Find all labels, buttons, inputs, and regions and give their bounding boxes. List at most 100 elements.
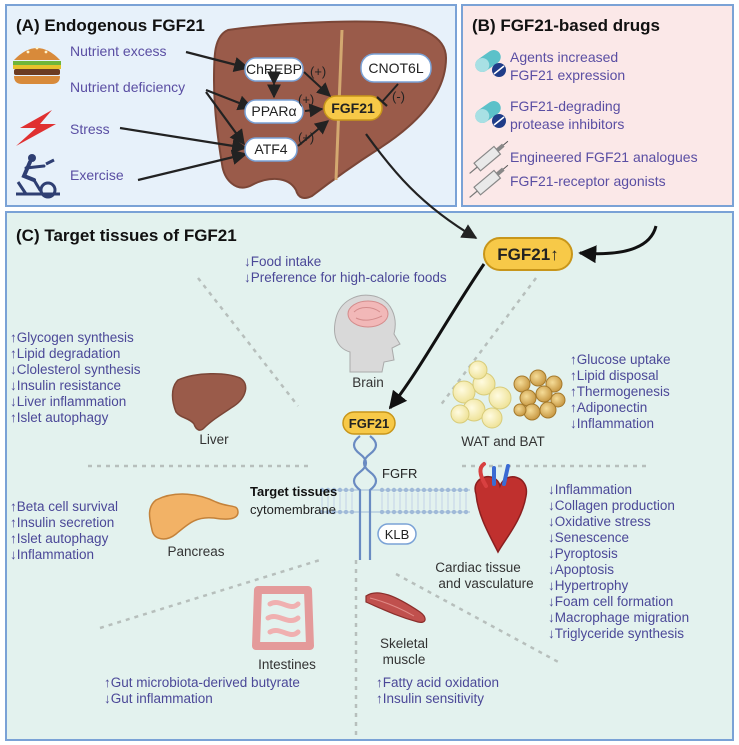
fgfr-receptor xyxy=(352,435,378,560)
lipid-head xyxy=(427,487,433,493)
lightning-icon xyxy=(16,110,56,146)
heart-effect-6: ↓Apoptosis xyxy=(548,562,614,577)
lipid-head xyxy=(379,509,385,515)
lipid-head xyxy=(445,487,451,493)
lipid-head xyxy=(409,509,415,515)
lipid-head xyxy=(463,487,469,493)
arrow-fgf21-to-receptor xyxy=(388,263,486,410)
lipid-head xyxy=(403,509,409,515)
membrane-label-1: Target tissues xyxy=(250,484,337,499)
fgfr-label: FGFR xyxy=(382,466,417,481)
pancreas-effect-2: ↑Insulin secretion xyxy=(10,515,114,530)
fat-effect-4: ↑Adiponectin xyxy=(570,400,647,415)
lipid-head xyxy=(379,487,385,493)
panel-drugs xyxy=(461,4,734,207)
svg-text:KLB: KLB xyxy=(385,527,410,542)
lipid-head xyxy=(415,509,421,515)
heart-effect-3: ↓Oxidative stress xyxy=(548,514,651,529)
liver-effect-5: ↓Liver inflammation xyxy=(10,394,126,409)
fat-effect-1: ↑Glucose uptake xyxy=(570,352,671,367)
lipid-head xyxy=(451,487,457,493)
sign-ppar: (+) xyxy=(298,92,314,107)
muscle-icon xyxy=(365,592,426,623)
liver-small-icon xyxy=(171,372,247,431)
heart-effect-8: ↓Foam cell formation xyxy=(548,594,673,609)
lipid-head xyxy=(451,509,457,515)
lipid-head xyxy=(403,487,409,493)
pancreas-effect-4: ↓Inflammation xyxy=(10,547,94,562)
heart-effect-1: ↓Inflammation xyxy=(548,482,632,497)
brain-label: Brain xyxy=(352,375,384,390)
input-exercise: Exercise xyxy=(70,167,124,183)
svg-text:FGF21: FGF21 xyxy=(331,100,375,116)
sign-cnot6l: (-) xyxy=(392,89,405,104)
fgf21-up-badge: FGF21↑ xyxy=(483,237,573,271)
fgf21-ligand-badge: FGF21 xyxy=(342,411,396,435)
lipid-head xyxy=(343,509,349,515)
svg-text:CNOT6L: CNOT6L xyxy=(368,60,423,76)
lipid-head xyxy=(337,487,343,493)
heart-effect-4: ↓Senescence xyxy=(548,530,629,545)
input-nutrient-excess: Nutrient excess xyxy=(70,43,166,59)
lipid-head xyxy=(325,487,331,493)
brain-head-icon xyxy=(334,294,401,373)
heart-label-2: and vasculature xyxy=(438,576,533,591)
intestines-label: Intestines xyxy=(258,657,316,672)
heart-effect-9: ↓Macrophage migration xyxy=(548,610,689,625)
exercise-bike-icon xyxy=(16,154,60,199)
node-cnot6l: CNOT6L xyxy=(360,53,432,83)
lipid-head xyxy=(439,487,445,493)
node-ppar: PPARα xyxy=(244,99,304,124)
klb-coreceptor: KLB xyxy=(377,523,417,545)
drug-3: Engineered FGF21 analogues xyxy=(510,149,698,165)
lipid-head xyxy=(343,487,349,493)
liver-effect-6: ↑Islet autophagy xyxy=(10,410,109,425)
lipid-head xyxy=(397,487,403,493)
section-dividers xyxy=(88,277,650,740)
lipid-head xyxy=(319,487,325,493)
node-fgf21: FGF21 xyxy=(323,95,383,121)
syringe-icon xyxy=(469,140,509,174)
input-nutrient-deficiency: Nutrient deficiency xyxy=(70,79,185,95)
pancreas-icon xyxy=(148,493,239,540)
lipid-head xyxy=(391,487,397,493)
lipid-head xyxy=(427,509,433,515)
fat-effect-3: ↑Thermogenesis xyxy=(570,384,670,399)
panel-c-title: (C) Target tissues of FGF21 xyxy=(16,226,237,245)
lipid-head xyxy=(325,509,331,515)
liver-effect-2: ↑Lipid degradation xyxy=(10,346,120,361)
lipid-head xyxy=(421,487,427,493)
muscle-effect-1: ↑Fatty acid oxidation xyxy=(376,675,499,690)
lipid-head xyxy=(421,509,427,515)
intestine-effect-1: ↑Gut microbiota-derived butyrate xyxy=(104,675,300,690)
lipid-head xyxy=(457,487,463,493)
lipid-head xyxy=(337,509,343,515)
svg-text:ATF4: ATF4 xyxy=(254,141,287,157)
brown-fat-icon xyxy=(513,369,566,421)
lipid-head xyxy=(433,509,439,515)
lipid-head xyxy=(463,509,469,515)
syringe-icon xyxy=(469,164,509,198)
heart-effect-5: ↓Pyroptosis xyxy=(548,546,618,561)
heart-icon xyxy=(474,462,528,554)
heart-effect-10: ↓Triglyceride synthesis xyxy=(548,626,684,641)
muscle-label-2: muscle xyxy=(383,652,426,667)
liver-effect-3: ↓Clolesterol synthesis xyxy=(10,362,141,377)
lipid-head xyxy=(445,509,451,515)
sign-atf4: (+) xyxy=(298,130,314,145)
input-stress: Stress xyxy=(70,121,110,137)
drug-4: FGF21-receptor agonists xyxy=(510,173,666,189)
muscle-label-1: Skeletal xyxy=(380,636,428,651)
lipid-head xyxy=(391,509,397,515)
lipid-head xyxy=(433,487,439,493)
burger-icon xyxy=(13,46,61,84)
svg-text:FGF21↑: FGF21↑ xyxy=(497,245,558,264)
pancreas-effect-3: ↑Islet autophagy xyxy=(10,531,109,546)
liver-effect-4: ↓Insulin resistance xyxy=(10,378,121,393)
lipid-head xyxy=(331,487,337,493)
heart-label-1: Cardiac tissue xyxy=(435,560,521,575)
lipid-head xyxy=(439,509,445,515)
lipid-head xyxy=(415,487,421,493)
fat-effect-2: ↑Lipid disposal xyxy=(570,368,659,383)
heart-effect-2: ↓Collagen production xyxy=(548,498,675,513)
